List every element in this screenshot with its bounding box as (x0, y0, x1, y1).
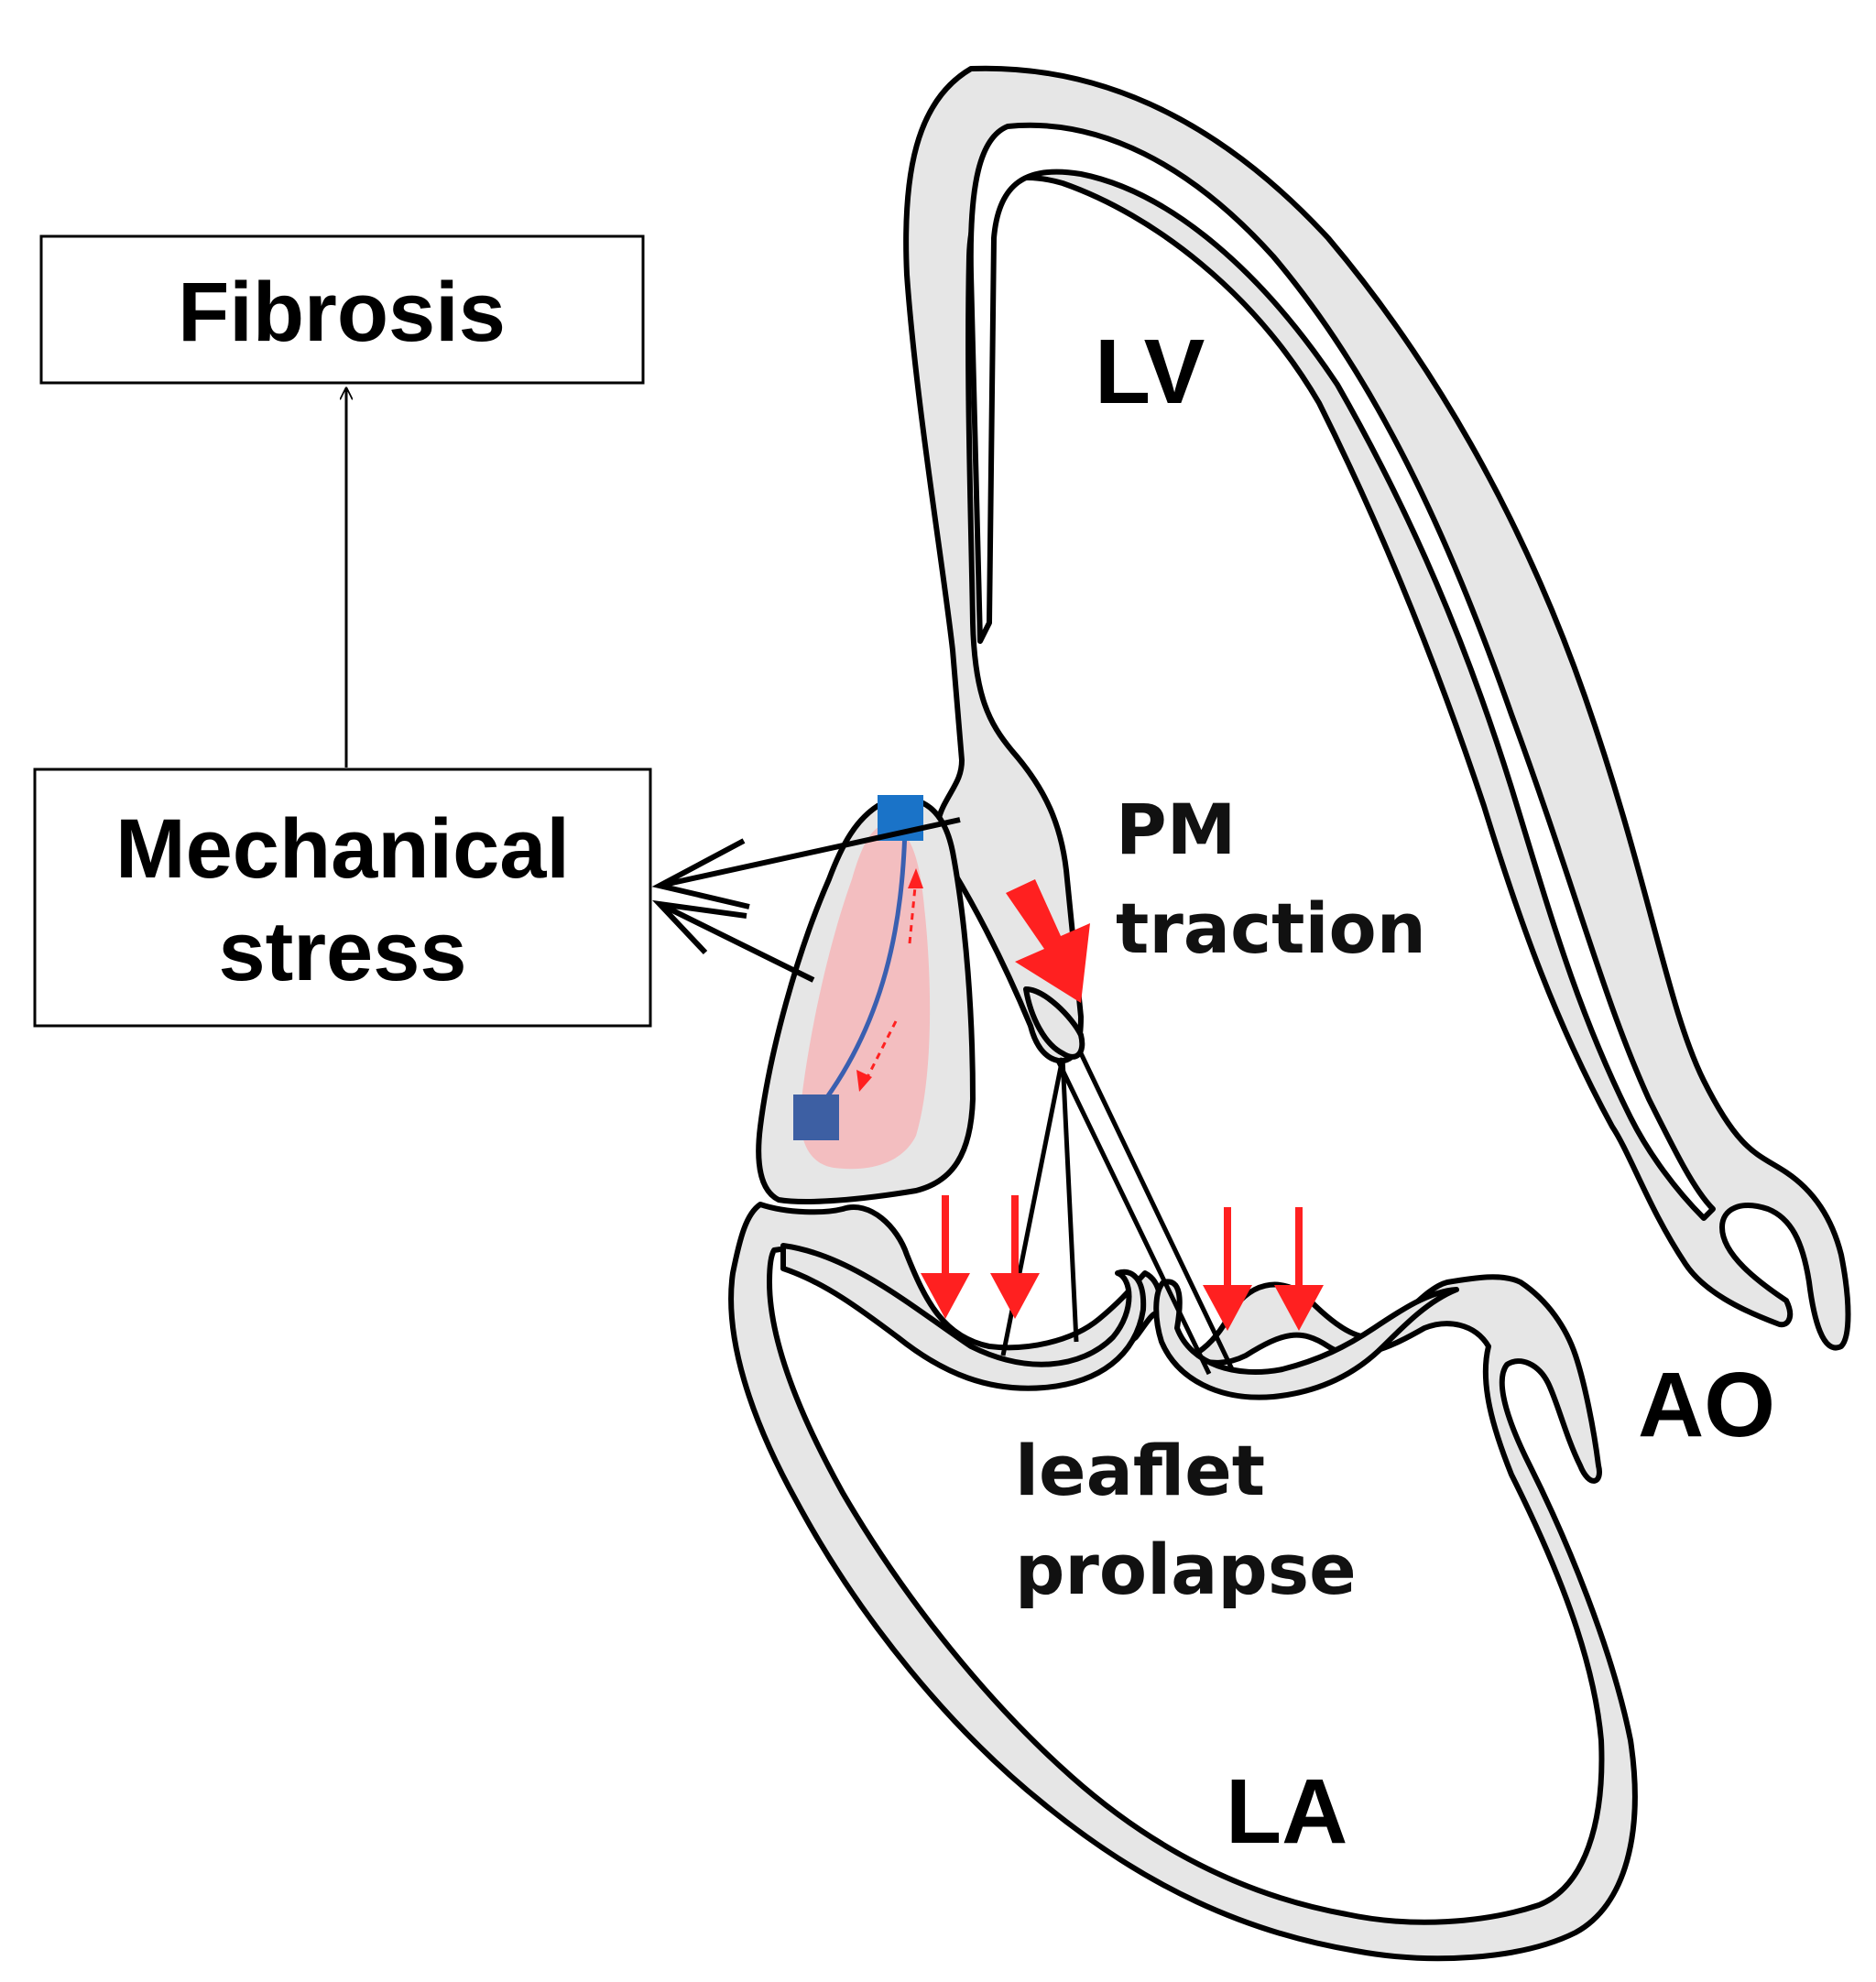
chorda-2 (1060, 1057, 1079, 1343)
strain-arrow-down-head (856, 1070, 872, 1092)
pm-traction-arrow (1006, 879, 1090, 1003)
mechanical-stress-label-line2: stress (218, 905, 466, 998)
anterior-leaflet (780, 1243, 1147, 1391)
la-label: LA (1226, 1760, 1347, 1863)
fibrosis-box (39, 234, 645, 385)
lv-label: LV (1095, 321, 1205, 423)
stress-pointer-arrows (651, 817, 961, 983)
chorda-3 (1078, 1051, 1235, 1371)
pm-traction-label-line2: traction (1116, 888, 1426, 969)
lv-cavity (967, 122, 1716, 1221)
papillary-tip (1023, 986, 1085, 1060)
fibrosis-label: Fibrosis (178, 266, 506, 359)
ao-label: AO (1638, 1354, 1775, 1456)
fiber-line (806, 828, 908, 1124)
marker-bottom (793, 1094, 839, 1140)
leaflet-prolapse-label-line2: prolapse (1015, 1529, 1357, 1610)
strain-arrow-up-head (908, 868, 923, 888)
lv-wall (903, 65, 1851, 1351)
pm-traction-label-line1: PM (1116, 789, 1236, 870)
mechanical-stress-box (33, 768, 652, 1028)
mechanical-stress-label-line1: Mechanical (115, 802, 570, 896)
prolapse-arrows (921, 1195, 1324, 1331)
posterior-leaflet (1153, 1279, 1459, 1400)
leaflet-prolapse-label-line1: leaflet (1015, 1430, 1265, 1511)
chorda-4 (1055, 1059, 1212, 1376)
